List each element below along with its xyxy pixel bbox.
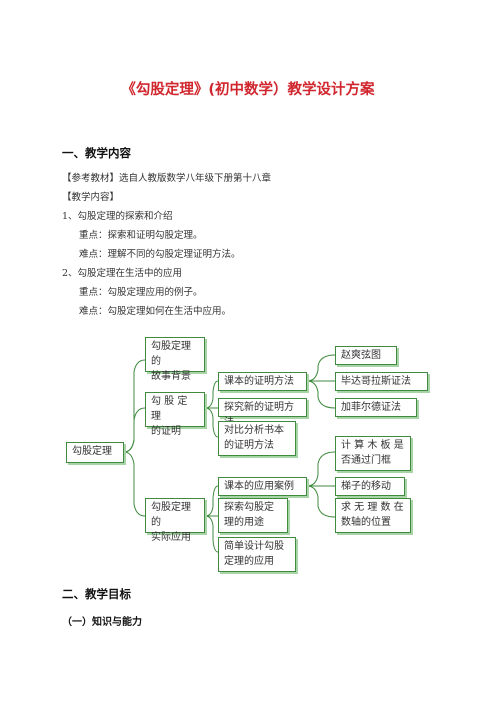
node-compare-proof-line1: 对比分析书本 [224, 425, 284, 436]
section-heading-content: 一、教学内容 [62, 146, 131, 160]
node-proof: 勾 股 定 理 的证明 [145, 392, 205, 437]
node-textbook-case-label: 课本的应用案例 [224, 481, 294, 492]
item-2-difficulty: 难点：勾股定理如何在生活中应用。 [79, 306, 232, 317]
node-pythagoras-proof-label: 毕达哥拉斯证法 [341, 376, 411, 387]
node-zhao-shuang-label: 赵爽弦图 [341, 350, 381, 361]
node-textbook-proof: 课本的证明方法 [218, 372, 307, 391]
node-compare-proof: 对比分析书本 的证明方法 [218, 421, 296, 456]
node-proof-line1: 勾 股 定 理 [151, 396, 188, 422]
node-proof-line2: 的证明 [151, 426, 181, 437]
item-2: 2、勾股定理在生活中的应用 [62, 268, 183, 279]
node-explore-use-line1: 探索勾股定 [224, 502, 274, 513]
node-textbook-proof-label: 课本的证明方法 [224, 376, 294, 387]
node-story-line1: 勾股定理的 [151, 341, 191, 367]
node-explore-proof: 探究新的证明方法 [218, 398, 307, 428]
node-explore-use-line2: 理的用途 [224, 517, 264, 528]
section-heading-objectives: 二、教学目标 [62, 587, 131, 601]
node-pythagoras-proof: 毕达哥拉斯证法 [335, 372, 428, 391]
node-ladder: 梯子的移动 [335, 477, 405, 496]
node-story-background: 勾股定理的 故事背景 [145, 337, 205, 382]
node-application: 勾股定理的 实际应用 [145, 498, 205, 543]
node-number-axis-line2: 数轴的位置 [341, 517, 391, 528]
node-board-door: 计 算 木 板 是 否通过门框 [335, 436, 411, 471]
node-garfield-proof: 加菲尔德证法 [335, 398, 417, 417]
page-title: 《勾股定理》(初中数学）教学设计方案 [121, 82, 375, 98]
node-textbook-case: 课本的应用案例 [218, 477, 307, 496]
node-board-door-line1: 计 算 木 板 是 [341, 440, 404, 451]
mindmap-root-label: 勾股定理 [72, 446, 112, 457]
reference-textbook: 【参考教材】选自人教版数学八年级下册第十八章 [62, 173, 272, 184]
node-explore-use: 探索勾股定 理的用途 [218, 498, 288, 533]
item-1: 1、勾股定理的探索和介绍 [62, 211, 173, 222]
node-number-axis: 求 无 理 数 在 数轴的位置 [335, 498, 411, 533]
node-ladder-label: 梯子的移动 [341, 481, 391, 492]
node-compare-proof-line2: 的证明方法 [224, 440, 274, 451]
node-board-door-line2: 否通过门框 [341, 455, 391, 466]
node-design-use-line1: 简单设计勾股 [224, 541, 284, 552]
node-number-axis-line1: 求 无 理 数 在 [341, 502, 404, 513]
node-garfield-proof-label: 加菲尔德证法 [341, 402, 401, 413]
content-label: 【教学内容】 [62, 192, 120, 203]
node-application-line2: 实际应用 [151, 532, 191, 543]
node-application-line1: 勾股定理的 [151, 502, 191, 528]
node-design-use: 简单设计勾股 定理的应用 [218, 537, 296, 572]
node-story-line2: 故事背景 [151, 371, 191, 382]
subheading-knowledge: （一）知识与能力 [62, 617, 142, 628]
mindmap-root: 勾股定理 [66, 442, 124, 463]
item-1-key-point: 重点：探索和证明勾股定理。 [79, 230, 203, 241]
node-design-use-line2: 定理的应用 [224, 556, 274, 567]
item-1-difficulty: 难点：理解不同的勾股定理证明方法。 [79, 249, 241, 260]
node-zhao-shuang: 赵爽弦图 [335, 346, 397, 365]
item-2-key-point: 重点：勾股定理应用的例子。 [79, 287, 203, 298]
